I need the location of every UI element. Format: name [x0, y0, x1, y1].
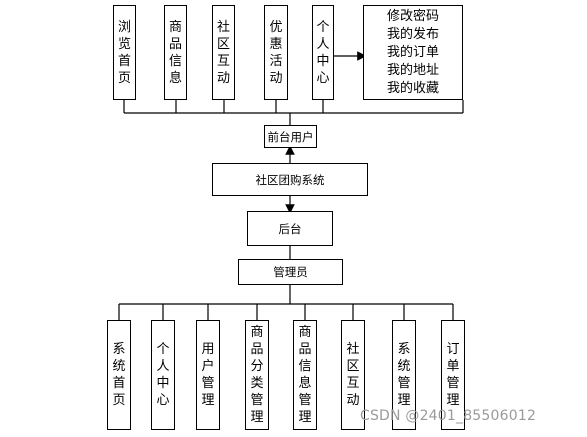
label-char: 品 [168, 36, 182, 52]
admin-label: 管理员 [273, 265, 308, 279]
label-char: 息 [298, 376, 312, 391]
label-char: 商 [298, 325, 312, 340]
label-char: 区 [216, 36, 230, 52]
label-char: 用 [201, 342, 215, 357]
top-module-personal-center: 个人中心 [312, 5, 334, 100]
label-char: 理 [397, 393, 411, 408]
label-char: 惠 [269, 36, 283, 52]
label-char: 户 [201, 359, 215, 374]
admin-module-system-management: 系统管理 [392, 320, 416, 430]
label-char: 页 [117, 70, 131, 86]
label-char: 管 [250, 393, 264, 408]
label-char: 管 [298, 393, 312, 408]
label-char: 心 [156, 393, 170, 408]
csdn-watermark: CSDN @2401_85506012 [360, 408, 537, 424]
label-char: 页 [112, 393, 126, 408]
label-char: 统 [112, 359, 126, 374]
module-label: 系统首页 [112, 341, 125, 409]
admin-module-user-management: 用户管理 [196, 320, 220, 430]
front-user-box: 前台用户 [264, 125, 317, 148]
label-char: 单 [446, 359, 460, 374]
detail-item: 我的地址 [386, 62, 439, 78]
module-label: 商品信息 [169, 19, 182, 87]
label-char: 理 [446, 393, 460, 408]
module-label: 系统管理 [397, 341, 410, 409]
module-label: 订单管理 [446, 341, 459, 409]
personal-center-details-box: 修改密码 我的发布 我的订单 我的地址 我的收藏 [363, 5, 463, 100]
admin-module-order-management: 订单管理 [441, 320, 465, 430]
label-char: 首 [112, 376, 126, 391]
module-label: 商品分类管理 [250, 324, 263, 426]
label-char: 中 [156, 376, 170, 391]
label-char: 管 [446, 376, 460, 391]
label-char: 浏 [117, 19, 131, 35]
admin-module-system-home: 系统首页 [107, 320, 131, 430]
backend-label: 后台 [278, 221, 302, 236]
module-label: 社区互动 [346, 341, 359, 409]
label-char: 商 [168, 19, 182, 35]
label-char: 理 [298, 410, 312, 425]
label-char: 动 [216, 70, 230, 86]
label-char: 动 [269, 70, 283, 86]
label-char: 分 [250, 359, 264, 374]
label-char: 个 [316, 19, 330, 35]
top-module-community-interaction: 社区互动 [212, 5, 235, 100]
label-char: 信 [168, 53, 182, 69]
label-char: 人 [316, 36, 330, 52]
module-label: 优惠活动 [269, 19, 282, 87]
label-char: 互 [216, 53, 230, 69]
label-char: 理 [201, 393, 215, 408]
label-char: 活 [269, 53, 283, 69]
admin-module-personal-center: 个人中心 [151, 320, 175, 430]
system-box: 社区团购系统 [212, 163, 368, 196]
admin-module-category-management: 商品分类管理 [245, 320, 269, 430]
label-char: 信 [298, 359, 312, 374]
detail-item: 我的发布 [386, 26, 439, 42]
system-label: 社区团购系统 [255, 172, 325, 187]
module-label: 商品信息管理 [298, 324, 311, 426]
label-char: 个 [156, 342, 170, 357]
label-char: 社 [346, 342, 360, 357]
label-char: 人 [156, 359, 170, 374]
module-label: 个人中心 [316, 19, 329, 87]
label-char: 动 [346, 393, 360, 408]
label-char: 商 [250, 325, 264, 340]
label-char: 品 [250, 342, 264, 357]
module-label: 社区互动 [217, 19, 230, 87]
module-label: 个人中心 [156, 341, 169, 409]
label-char: 息 [168, 70, 182, 86]
detail-item: 修改密码 [386, 8, 439, 24]
label-char: 理 [250, 410, 264, 425]
label-char: 系 [397, 342, 411, 357]
label-char: 管 [201, 376, 215, 391]
module-label: 用户管理 [201, 341, 214, 409]
admin-module-product-info-management: 商品信息管理 [293, 320, 317, 430]
admin-box: 管理员 [238, 259, 343, 285]
label-char: 首 [117, 53, 131, 69]
label-char: 品 [298, 342, 312, 357]
label-char: 类 [250, 376, 264, 391]
top-module-product-info: 商品信息 [164, 5, 187, 100]
label-char: 系 [112, 342, 126, 357]
front-user-label: 前台用户 [267, 129, 314, 144]
admin-module-community-interaction: 社区互动 [341, 320, 365, 430]
label-char: 心 [316, 70, 330, 86]
label-char: 览 [117, 36, 131, 52]
label-char: 统 [397, 359, 411, 374]
label-char: 订 [446, 342, 460, 357]
label-char: 互 [346, 376, 360, 391]
label-char: 社 [216, 19, 230, 35]
detail-item: 我的收藏 [386, 80, 439, 96]
top-module-promotions: 优惠活动 [264, 5, 288, 100]
label-char: 优 [269, 19, 283, 35]
detail-item: 我的订单 [386, 44, 439, 60]
label-char: 中 [316, 53, 330, 69]
top-module-browse-home: 浏览首页 [113, 5, 136, 100]
label-char: 管 [397, 376, 411, 391]
label-char: 区 [346, 359, 360, 374]
backend-box: 后台 [247, 211, 333, 246]
module-label: 浏览首页 [118, 19, 131, 87]
